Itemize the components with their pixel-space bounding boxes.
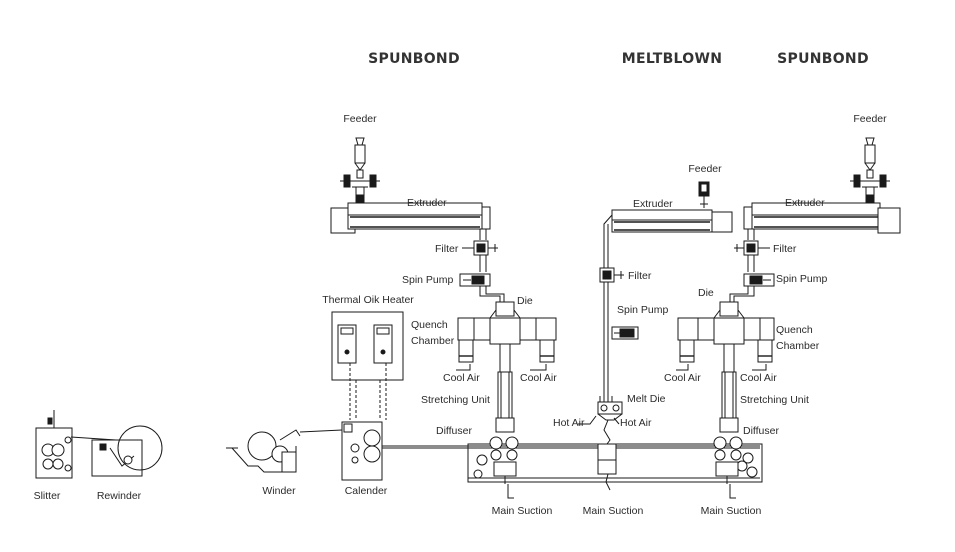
label-feeder-meltblown: Feeder <box>688 163 722 175</box>
suction-box-right <box>713 436 743 499</box>
feeder-meltblown <box>698 181 710 208</box>
forming-conveyor <box>380 443 763 483</box>
header-spunbond-right: SPUNBOND <box>777 51 869 67</box>
pipe-left-mid <box>479 255 487 272</box>
label-spin-pump-right: Spin Pump <box>776 273 828 285</box>
filter-right <box>734 240 770 256</box>
label-cool-air-right-2: Cool Air <box>740 372 777 384</box>
arrow-cool-air-left-2 <box>530 364 547 371</box>
label-diffuser-left: Diffuser <box>436 425 472 437</box>
arrow-hot-air-left <box>578 415 597 425</box>
label-die-left: Die <box>517 295 533 307</box>
label-stretching-left: Stretching Unit <box>421 394 490 406</box>
label-filter-meltblown: Filter <box>628 270 652 282</box>
label-main-suction-left: Main Suction <box>492 505 553 517</box>
label-cool-air-right-1: Cool Air <box>664 372 701 384</box>
arrow-cool-air-right-2 <box>752 364 767 371</box>
melt-die <box>597 396 623 421</box>
pipe-left-top <box>479 229 487 240</box>
label-melt-die: Melt Die <box>627 393 666 405</box>
stretching-unit-right <box>721 371 737 419</box>
filter-meltblown <box>599 267 624 283</box>
rewinder <box>91 425 163 477</box>
label-hot-air-left: Hot Air <box>553 417 585 429</box>
thermal-oil-heater <box>331 311 404 381</box>
heater-lines <box>349 363 387 420</box>
spin-pump-meltblown <box>611 326 639 340</box>
label-quench-right-1: Quench <box>776 324 813 336</box>
label-extruder-right: Extruder <box>785 197 825 209</box>
arrow-cool-air-right-1 <box>676 364 689 371</box>
label-feeder-right: Feeder <box>853 113 887 125</box>
label-extruder-left: Extruder <box>407 197 447 209</box>
header-meltblown: MELTBLOWN <box>622 51 723 67</box>
label-main-suction-right: Main Suction <box>701 505 762 517</box>
extruder-right <box>743 202 901 234</box>
spin-pump-left <box>459 273 491 287</box>
pipe-right-top <box>747 229 755 240</box>
label-winder: Winder <box>262 485 296 497</box>
web-calender-winder <box>299 429 343 433</box>
quench-chamber-right <box>677 317 775 372</box>
die-left <box>489 301 521 319</box>
label-spin-pump-left: Spin Pump <box>402 274 454 286</box>
pipe-meltblown <box>603 214 613 400</box>
label-diffuser-right: Diffuser <box>743 425 779 437</box>
label-rewinder: Rewinder <box>97 490 142 502</box>
pipe-left-die <box>479 286 505 302</box>
label-die-right: Die <box>698 287 714 299</box>
label-spin-pump-meltblown: Spin Pump <box>617 304 669 316</box>
winder <box>226 429 301 473</box>
label-feeder-left: Feeder <box>343 113 377 125</box>
header-spunbond-left: SPUNBOND <box>368 51 460 67</box>
quench-chamber-left <box>457 317 557 372</box>
label-filter-left: Filter <box>435 243 459 255</box>
calender <box>341 421 383 481</box>
pipe-right-mid <box>747 255 755 272</box>
label-hot-air-right: Hot Air <box>620 417 652 429</box>
arrow-cool-air-left-1 <box>456 364 471 371</box>
label-slitter: Slitter <box>34 490 61 502</box>
feeder-left <box>340 137 380 204</box>
diffuser-left <box>495 417 515 433</box>
label-filter-right: Filter <box>773 243 797 255</box>
arrow-hot-air-right <box>613 417 620 425</box>
stretching-unit-left <box>497 371 513 419</box>
die-right <box>713 301 745 319</box>
feeder-right <box>850 137 890 204</box>
label-stretching-right: Stretching Unit <box>740 394 809 406</box>
filter-left <box>462 240 498 256</box>
label-cool-air-left-1: Cool Air <box>443 372 480 384</box>
extruder-left <box>330 202 491 234</box>
slitter <box>35 410 73 479</box>
suction-box-middle <box>597 443 617 491</box>
pipe-right-die <box>729 286 755 302</box>
label-quench-left-2: Chamber <box>411 335 455 347</box>
suction-box-left <box>489 436 519 499</box>
spin-pump-right <box>743 273 775 287</box>
label-quench-right-2: Chamber <box>776 340 820 352</box>
label-calender: Calender <box>345 485 388 497</box>
label-quench-left-1: Quench <box>411 319 448 331</box>
label-extruder-meltblown: Extruder <box>633 198 673 210</box>
diffuser-right <box>719 417 739 433</box>
label-cool-air-left-2: Cool Air <box>520 372 557 384</box>
extruder-meltblown <box>611 209 733 233</box>
label-thermal-oil-heater: Thermal Oik Heater <box>322 294 414 306</box>
label-main-suction-middle: Main Suction <box>583 505 644 517</box>
